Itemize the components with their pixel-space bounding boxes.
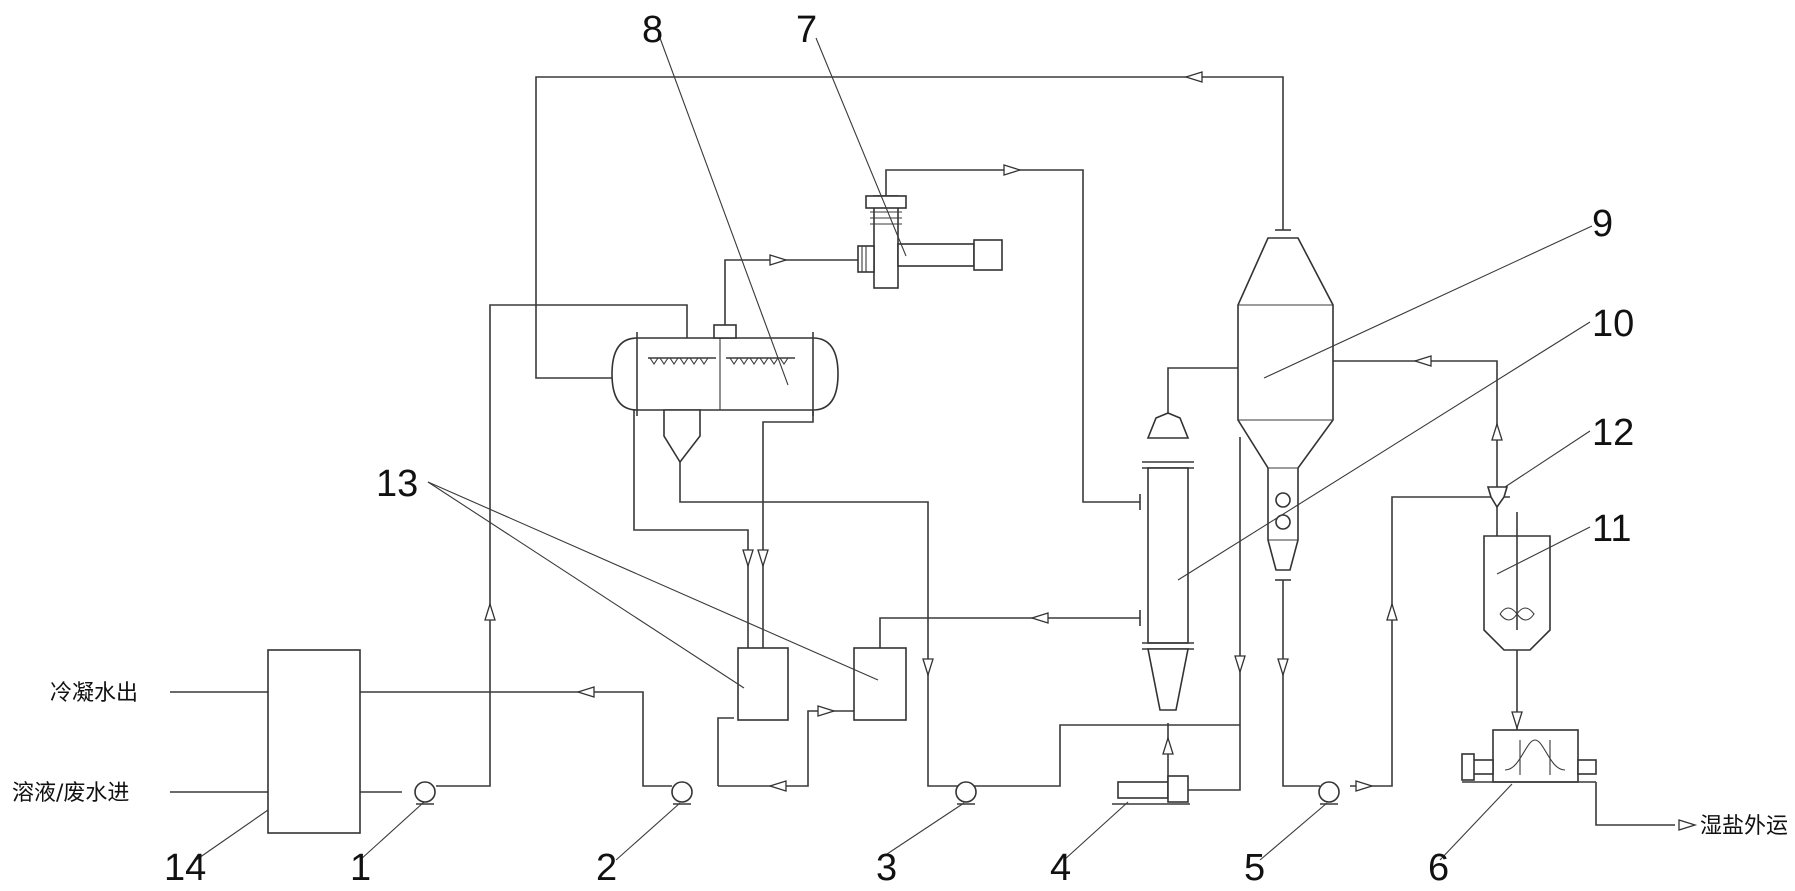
flow-arrow [1029, 612, 1049, 624]
label-1: 1 [350, 847, 371, 889]
collection-tank-13b [853, 647, 907, 721]
label-7: 7 [796, 9, 817, 51]
flow-arrow [767, 780, 787, 792]
flow-arrow [1234, 655, 1246, 675]
flow-arrow [1678, 819, 1698, 831]
spray-nozzles [649, 357, 789, 365]
flow-arrow [1277, 658, 1289, 678]
flow-arrow [922, 658, 934, 678]
label-11: 11 [1592, 508, 1631, 550]
flow-arrow [1162, 735, 1174, 755]
flow-arrow [575, 686, 595, 698]
pump-1 [414, 781, 436, 805]
flow-arrow [742, 549, 754, 569]
flow-arrow [1183, 71, 1203, 83]
label-6: 6 [1428, 847, 1449, 889]
collection-tank-13a [737, 647, 789, 721]
label-3: 3 [876, 847, 897, 889]
flow-arrow [484, 601, 496, 621]
label-2: 2 [596, 847, 617, 889]
label-8: 8 [642, 9, 663, 51]
label-13: 13 [376, 463, 418, 505]
labels: 8 7 9 10 12 11 13 14 1 2 3 4 5 6 冷凝水出 溶液… [12, 9, 1788, 889]
label-4: 4 [1050, 847, 1071, 889]
pump-3 [955, 781, 977, 805]
label-9: 9 [1592, 203, 1613, 245]
wet-salt-out-label: 湿盐外运 [1700, 814, 1788, 839]
pump-2 [671, 781, 693, 805]
label-10: 10 [1592, 303, 1634, 345]
separator-9 [1237, 229, 1334, 581]
cyclone-12 [1486, 486, 1509, 509]
condensate-out-label: 冷凝水出 [50, 681, 138, 706]
vertical-heater-10 [1139, 412, 1194, 711]
circulation-pump-4 [1112, 775, 1190, 805]
thickener-tank-11 [1483, 512, 1551, 651]
flow-arrow [1412, 355, 1432, 367]
solution-in-label: 溶液/废水进 [12, 781, 129, 806]
centrifuge-6 [1461, 729, 1597, 783]
flow-arrow [757, 549, 769, 569]
pump-5 [1318, 781, 1340, 805]
label-14: 14 [164, 847, 206, 889]
flow-arrow [1491, 421, 1503, 441]
flow-arrow [769, 254, 789, 266]
pipelines [170, 76, 1675, 826]
heat-exchanger-14 [267, 649, 361, 834]
label-5: 5 [1244, 847, 1265, 889]
flow-arrow [1386, 601, 1398, 621]
compressor-7 [857, 195, 1003, 289]
horizontal-evaporator-tank-8 [611, 324, 839, 464]
leader-lines [195, 37, 1593, 861]
flow-arrows [484, 71, 1698, 831]
flow-arrow [817, 705, 837, 717]
flow-arrow [1355, 780, 1375, 792]
flow-arrow [1511, 711, 1523, 731]
label-12: 12 [1592, 412, 1634, 454]
flow-arrow [1003, 164, 1023, 176]
